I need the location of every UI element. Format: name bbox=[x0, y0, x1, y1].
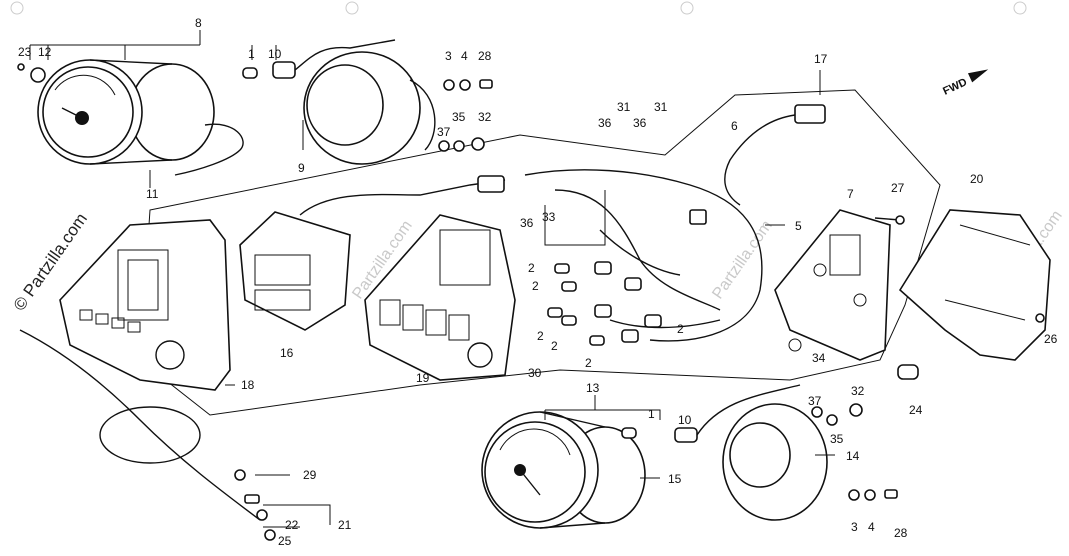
housing-18 bbox=[59, 219, 231, 391]
tachometer-lower bbox=[481, 411, 646, 529]
callout-24: 24 bbox=[909, 403, 923, 417]
callout-2-f: 2 bbox=[677, 322, 684, 336]
lamp-panel-19 bbox=[364, 214, 516, 381]
callout-6: 6 bbox=[731, 119, 738, 133]
callout-4-upper: 4 bbox=[461, 49, 468, 63]
callout-35-upper: 35 bbox=[452, 110, 466, 124]
callout-34: 34 bbox=[812, 351, 826, 365]
indicator-row bbox=[79, 309, 141, 333]
socket-10-lower bbox=[674, 384, 801, 443]
hardware-lower bbox=[811, 403, 898, 501]
callout-2-e: 2 bbox=[585, 356, 592, 370]
callout-1-lower: 1 bbox=[648, 407, 655, 421]
callout-32-upper: 32 bbox=[478, 110, 492, 124]
callout-10-lower: 10 bbox=[678, 413, 692, 427]
callout-5: 5 bbox=[795, 219, 802, 233]
speedometer-cable bbox=[19, 329, 261, 521]
callout-3-lower: 3 bbox=[851, 520, 858, 534]
cover-20 bbox=[898, 209, 1051, 361]
callout-25: 25 bbox=[278, 534, 292, 548]
callout-15: 15 bbox=[668, 472, 682, 486]
callout-31-a: 31 bbox=[617, 100, 631, 114]
callout-12: 12 bbox=[38, 45, 52, 59]
speedometer-upper bbox=[37, 59, 244, 176]
fwd-label: FWD bbox=[941, 76, 969, 97]
callout-2-d: 2 bbox=[551, 339, 558, 353]
callout-2-c: 2 bbox=[537, 329, 544, 343]
callout-26: 26 bbox=[1044, 332, 1058, 346]
indicator-box-16 bbox=[239, 175, 506, 331]
callout-4-lower: 4 bbox=[868, 520, 875, 534]
callout-10-upper: 10 bbox=[268, 47, 282, 61]
callout-36-c: 36 bbox=[520, 216, 534, 230]
callout-16: 16 bbox=[280, 346, 294, 360]
case-14 bbox=[722, 403, 828, 521]
callout-2-a: 2 bbox=[528, 261, 535, 275]
lamp-sockets bbox=[379, 299, 470, 341]
small-bulbs bbox=[547, 263, 605, 346]
callout-7: 7 bbox=[847, 187, 854, 201]
callout-19: 19 bbox=[416, 371, 430, 385]
cable-fittings bbox=[234, 469, 276, 541]
callout-22: 22 bbox=[285, 518, 299, 532]
watermark-faint-2: Partzilla.com bbox=[709, 218, 775, 303]
callout-28-upper: 28 bbox=[478, 49, 492, 63]
leader-lines bbox=[29, 30, 835, 528]
callout-14: 14 bbox=[846, 449, 860, 463]
callout-18: 18 bbox=[241, 378, 255, 392]
callout-20: 20 bbox=[970, 172, 984, 186]
callout-35-lower: 35 bbox=[830, 432, 844, 446]
callout-17: 17 bbox=[814, 52, 828, 66]
callout-32-lower: 32 bbox=[851, 384, 865, 398]
sub-harness-6 bbox=[724, 104, 826, 206]
callouts: 8 23 12 1 10 11 9 3 4 28 35 37 32 31 31 … bbox=[18, 16, 1058, 548]
bulb-1 bbox=[242, 67, 258, 79]
callout-36-b: 36 bbox=[633, 116, 647, 130]
callout-13: 13 bbox=[586, 381, 600, 395]
nut-12 bbox=[30, 67, 46, 83]
wire-harness-5 bbox=[524, 169, 763, 343]
callout-27: 27 bbox=[891, 181, 905, 195]
callout-9: 9 bbox=[298, 161, 305, 175]
bracket-7 bbox=[774, 209, 891, 361]
callout-29: 29 bbox=[303, 468, 317, 482]
callout-8: 8 bbox=[195, 16, 202, 30]
callout-37-upper: 37 bbox=[437, 125, 451, 139]
callout-3-upper: 3 bbox=[445, 49, 452, 63]
screw-27 bbox=[874, 215, 905, 225]
hardware-upper bbox=[438, 79, 493, 152]
bulb-lower bbox=[621, 427, 637, 439]
assembly-outline bbox=[139, 89, 941, 416]
callout-31-b: 31 bbox=[654, 100, 668, 114]
callout-33: 33 bbox=[542, 210, 556, 224]
callout-23: 23 bbox=[18, 45, 32, 59]
callout-11: 11 bbox=[146, 187, 159, 201]
case-9 bbox=[303, 51, 436, 165]
bolt-23 bbox=[17, 63, 25, 71]
callout-30: 30 bbox=[528, 366, 542, 380]
callout-37-lower: 37 bbox=[808, 394, 822, 408]
callout-28-lower: 28 bbox=[894, 526, 908, 540]
copyright-marks bbox=[10, 1, 1027, 15]
forward-arrow: FWD bbox=[941, 69, 989, 98]
callout-2-b: 2 bbox=[532, 279, 539, 293]
callout-21: 21 bbox=[338, 518, 352, 532]
socket-10-upper bbox=[272, 39, 396, 79]
callout-1-upper: 1 bbox=[248, 47, 255, 61]
bolt-26 bbox=[1035, 313, 1045, 323]
callout-36-a: 36 bbox=[598, 116, 612, 130]
spacer-24 bbox=[897, 364, 919, 380]
